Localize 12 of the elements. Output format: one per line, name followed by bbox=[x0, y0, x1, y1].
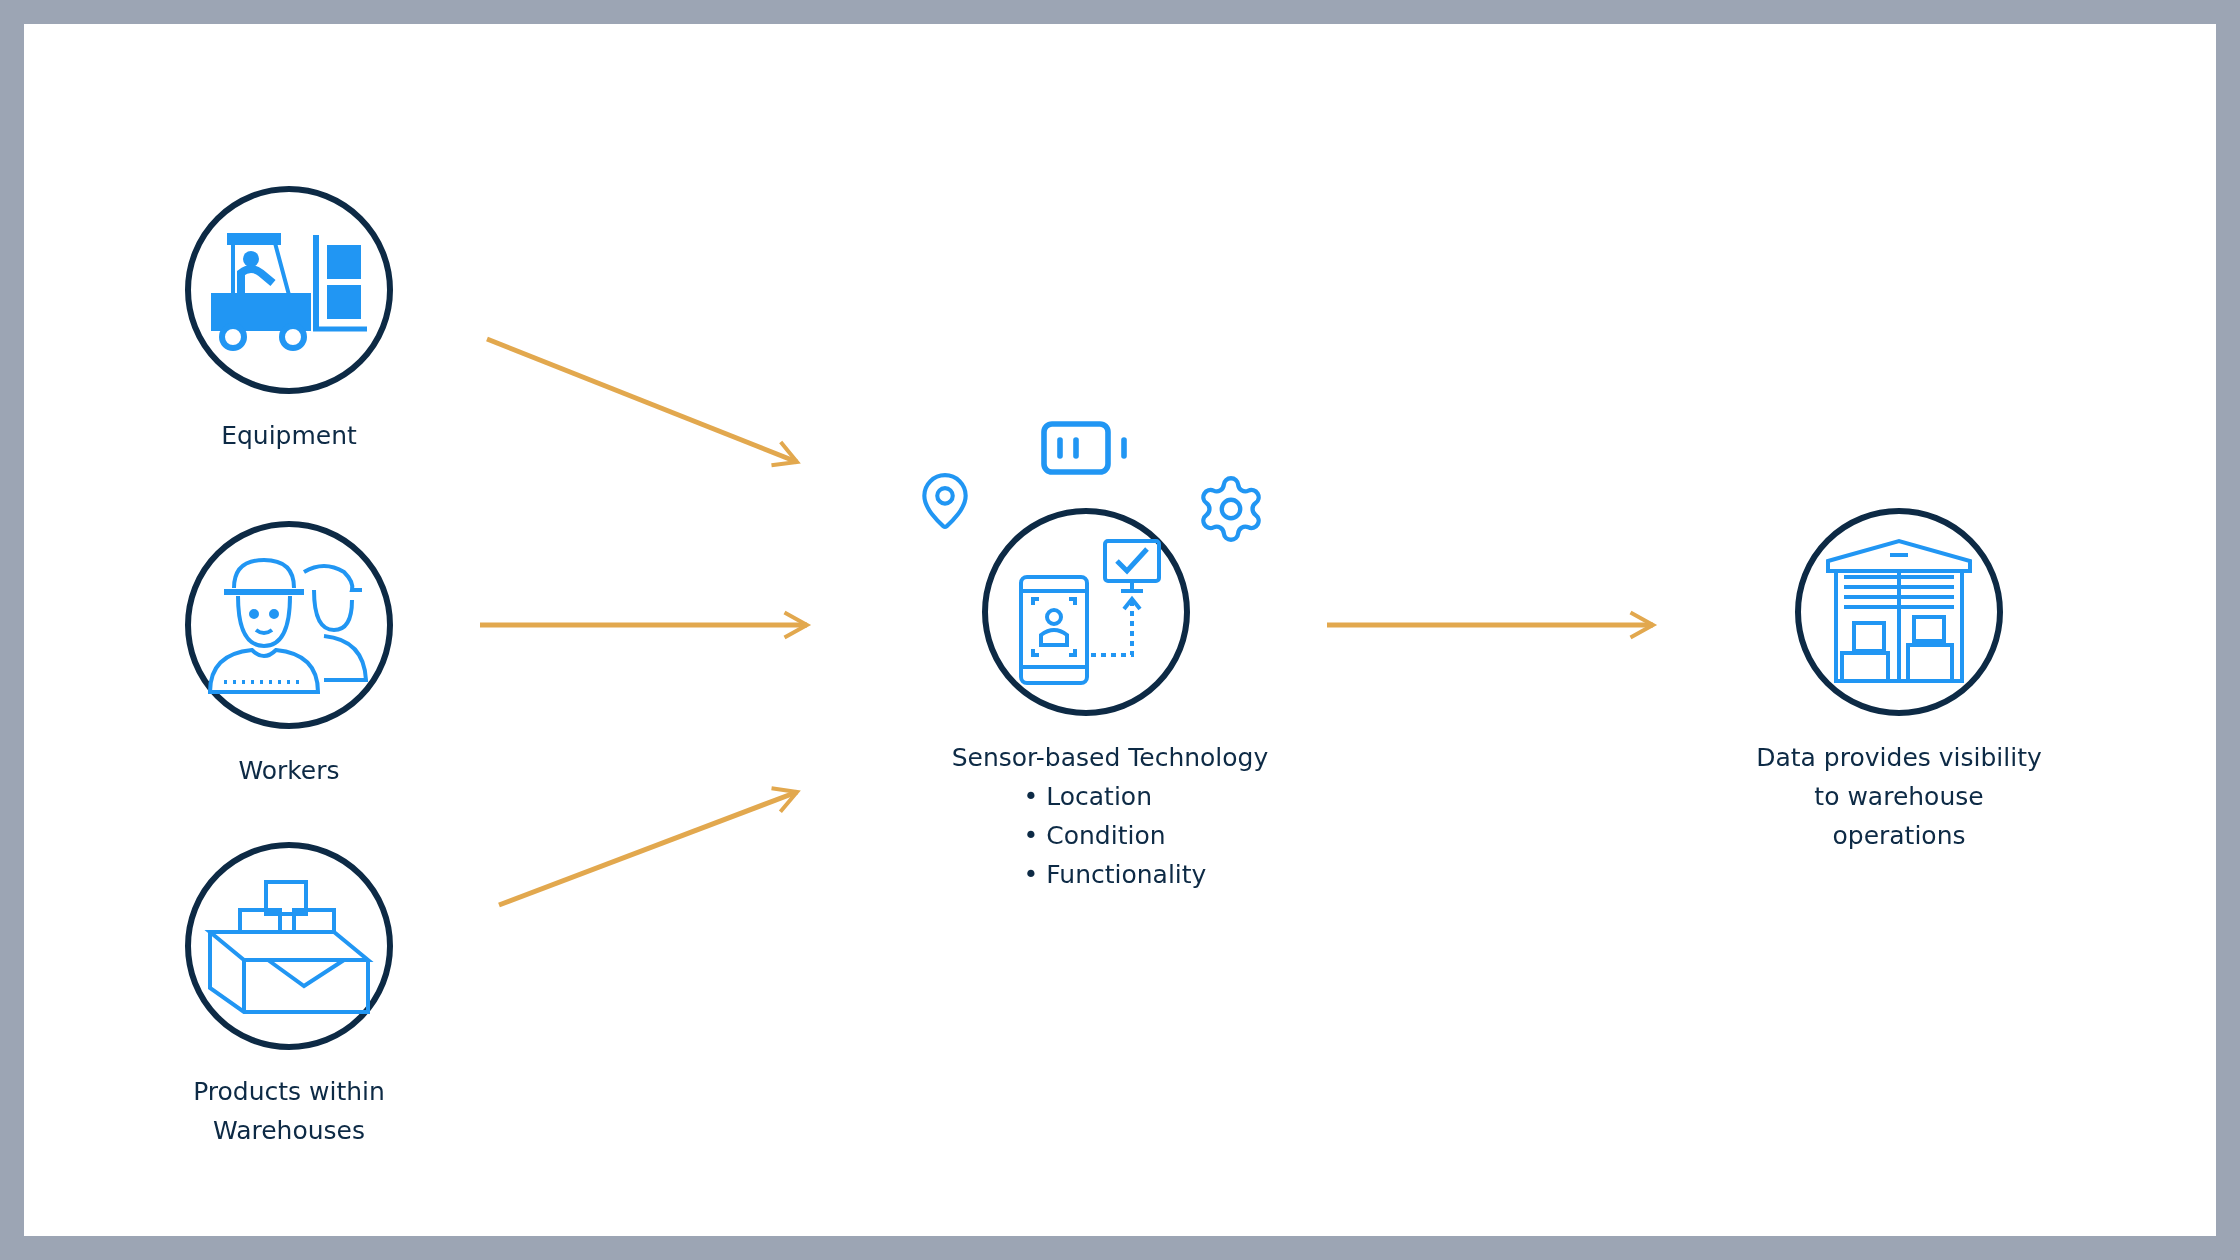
arrow bbox=[480, 610, 809, 640]
node-label: Workers bbox=[238, 755, 340, 787]
node-label: Data provides visibility to warehouse operations bbox=[1755, 742, 2043, 852]
arrow bbox=[1327, 610, 1655, 640]
bullet-item: • Condition bbox=[1023, 820, 1167, 852]
bullet-item: • Functionality bbox=[1023, 859, 1207, 891]
arrow bbox=[498, 786, 799, 908]
node-label: Products within Warehouses bbox=[192, 1076, 386, 1147]
arrow bbox=[486, 336, 799, 468]
node-label: Sensor-based Technology bbox=[951, 742, 1269, 774]
bullet-item: • Location bbox=[1023, 781, 1153, 813]
node-label: Equipment bbox=[221, 420, 357, 452]
